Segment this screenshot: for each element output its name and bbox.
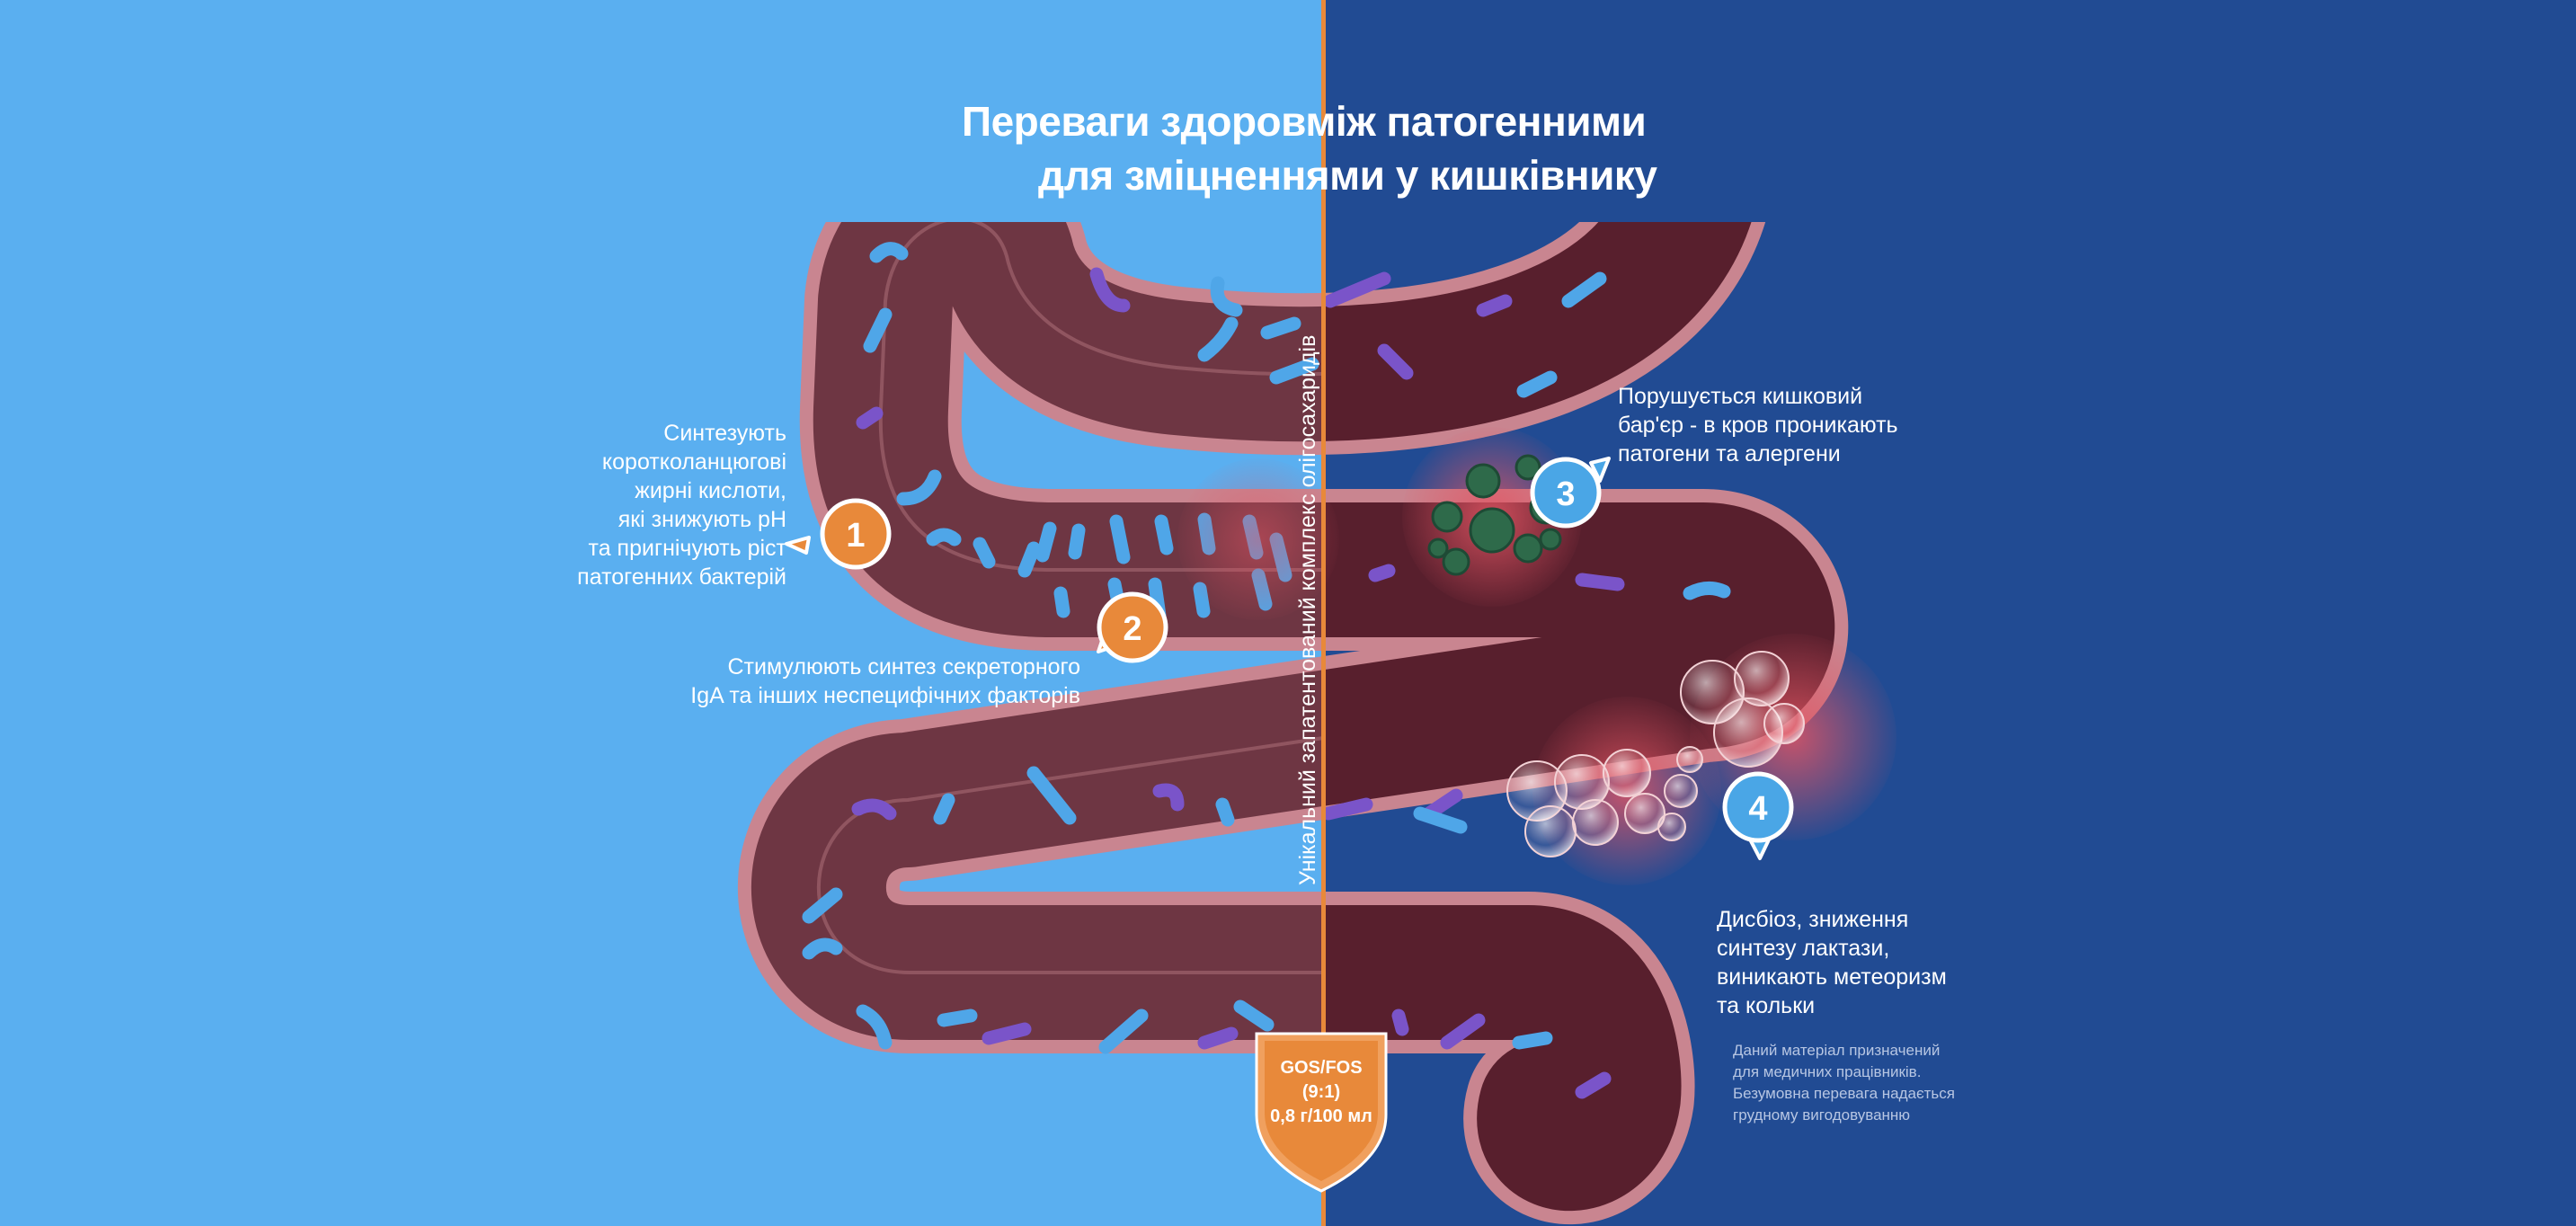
disclaimer-line: Безумовна перевага надається <box>1733 1085 1955 1102</box>
caption-3: Порушується кишковий бар'єр - в кров про… <box>1618 382 1898 468</box>
badge-1 <box>785 498 892 570</box>
caption-4-line: та кольки <box>1717 993 1816 1018</box>
badge-3 <box>1530 457 1611 529</box>
badge-4 <box>1722 771 1794 860</box>
badge-1-number: 1 <box>846 517 865 555</box>
badge-4-number: 4 <box>1748 790 1767 828</box>
caption-1-line: які знижують pH <box>617 507 786 532</box>
disclaimer-line: грудному вигодовуванню <box>1733 1106 1911 1124</box>
caption-1-line: жирні кислоти, <box>635 478 786 503</box>
shield-line: GOS/FOS <box>1280 1058 1363 1078</box>
caption-2: Стимулюють синтез секреторного IgA та ін… <box>629 653 1080 710</box>
caption-1-line: Синтезують <box>663 421 786 446</box>
caption-2-line: IgA та інших неспецифічних факторів <box>690 683 1080 708</box>
caption-3-line: Порушується кишковий <box>1618 384 1863 409</box>
badge-2 <box>1097 591 1168 663</box>
pathogen-bacteria <box>1324 271 1731 1099</box>
caption-1-line: та пригнічують ріст <box>588 536 786 561</box>
title-line-2: для зміцненнями у кишківнику <box>1038 152 1657 199</box>
caption-4: Дисбіоз, зниження синтезу лактази, виник… <box>1717 905 1947 1020</box>
title-line-1: Переваги здоровміж патогенними <box>962 98 1647 145</box>
badge-2-number: 2 <box>1123 610 1141 648</box>
caption-4-line: Дисбіоз, зниження <box>1717 907 1909 932</box>
gas-bubbles-icon <box>1506 651 1805 857</box>
disclaimer-line: для медичних працівників. <box>1733 1063 1922 1080</box>
disclaimer-line: Даний матеріал призначений <box>1733 1042 1941 1059</box>
caption-3-line: патогени та алергени <box>1618 441 1841 466</box>
shield-text: GOS/FOS (9:1) 0,8 г/100 мл <box>1240 1056 1402 1129</box>
shield-line: (9:1) <box>1301 1082 1341 1102</box>
shield-line: 0,8 г/100 мл <box>1270 1106 1372 1126</box>
badge-3-number: 3 <box>1556 475 1575 513</box>
caption-2-line: Стимулюють синтез секреторного <box>727 654 1080 680</box>
caption-4-line: виникають метеоризм <box>1717 964 1947 990</box>
caption-1: Синтезують коротколанцюгові жирні кислот… <box>503 419 786 591</box>
divider-line <box>1321 0 1326 1226</box>
caption-1-line: патогенних бактерій <box>577 564 786 590</box>
caption-1-line: коротколанцюгові <box>601 449 786 475</box>
disclaimer: Даний матеріал призначений для медичних … <box>1733 1040 1955 1126</box>
shield-icon <box>1255 1032 1388 1193</box>
caption-3-line: бар'єр - в кров проникають <box>1618 413 1898 438</box>
vertical-label: Унікальний запатентований комплекс оліго… <box>1295 334 1320 885</box>
caption-4-line: синтезу лактази, <box>1717 936 1890 961</box>
